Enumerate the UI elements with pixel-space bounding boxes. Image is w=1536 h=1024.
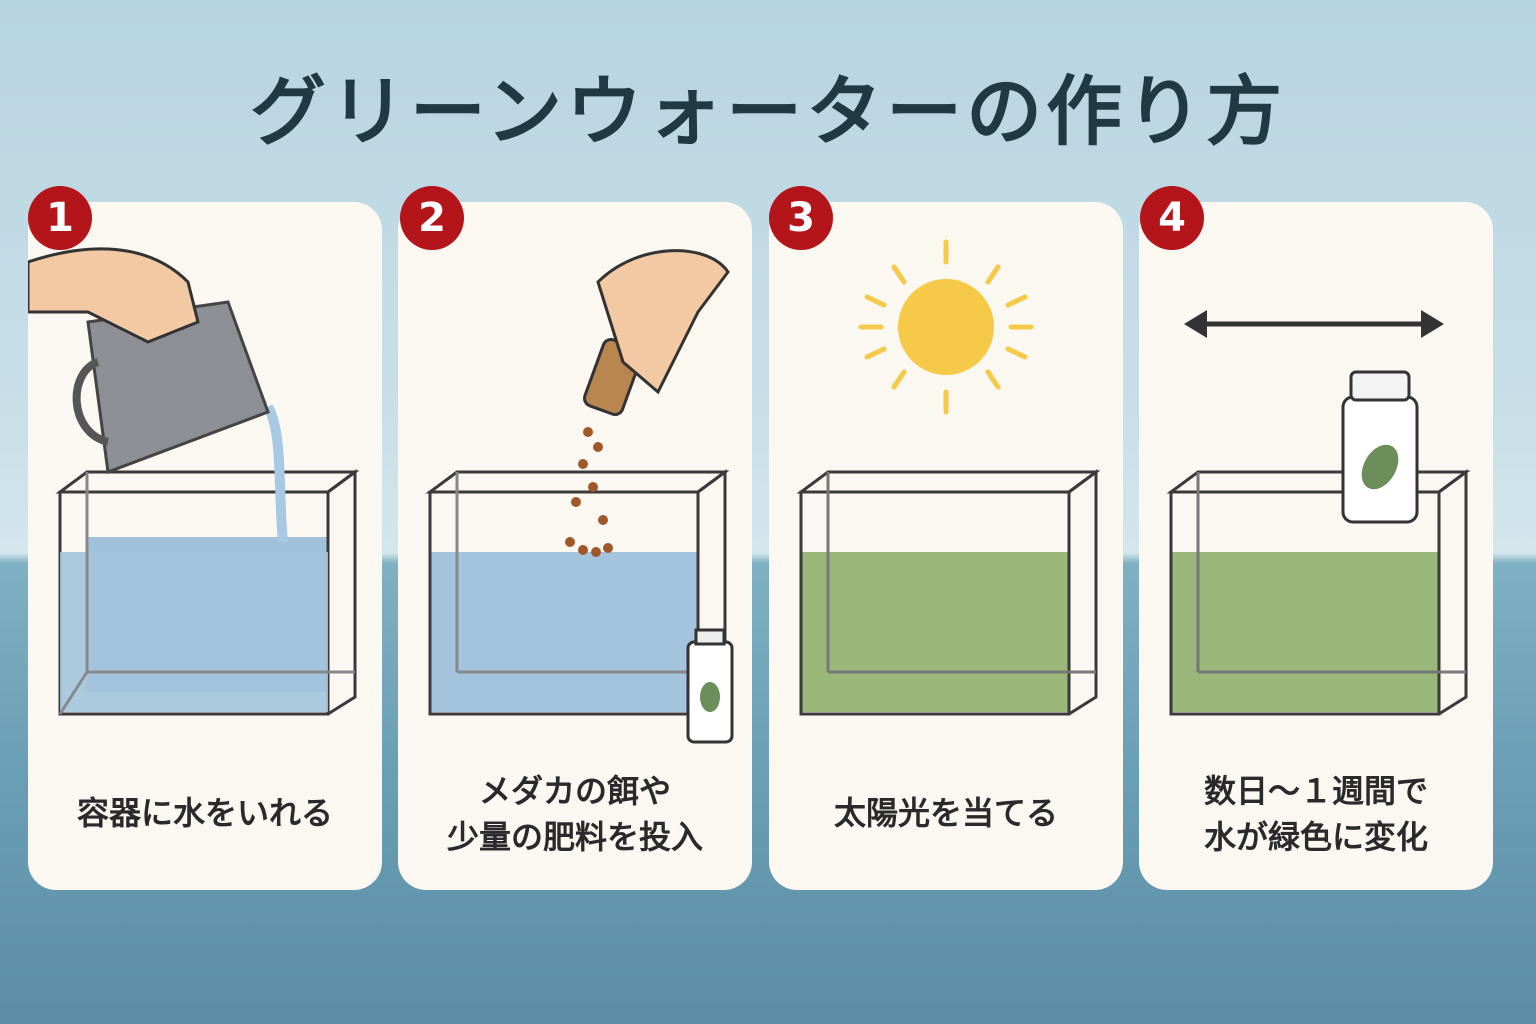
step-card-2: メダカの餌や 少量の肥料を投入 (398, 202, 752, 890)
page-title: グリーンウォーターの作り方 (249, 67, 1287, 156)
step-card-1: 容器に水をいれる (28, 202, 382, 890)
pitcher-icon (72, 300, 270, 475)
fertilizer-bottle-icon (1341, 370, 1419, 524)
sunlight-illustration (796, 239, 1101, 716)
step-caption-4-line-2: 水が緑色に変化 (1203, 818, 1428, 856)
hand-icon (28, 247, 200, 344)
step-badge-1: 1 (28, 186, 92, 250)
step-caption-1: 容器に水をいれる (76, 794, 333, 832)
step-card-4: 数日～１週間で 水が緑色に変化 (1139, 202, 1493, 890)
step-caption-2-line-2: 少量の肥料を投入 (446, 818, 703, 856)
step-badge-3: 3 (769, 186, 833, 250)
green-water-illustration (1166, 310, 1471, 716)
step-badge-2: 2 (400, 186, 464, 250)
step-caption-2-line-1: メダカの餌や (478, 772, 671, 810)
step-badge-4: 4 (1140, 186, 1204, 250)
tank (1166, 469, 1471, 716)
tank (55, 469, 360, 716)
tank (425, 469, 730, 716)
hand-icon (596, 249, 730, 395)
water-stream (263, 404, 288, 543)
fertilizer-bottle-icon (686, 628, 734, 744)
pour-water-illustration (28, 247, 360, 716)
add-food-illustration (425, 249, 734, 744)
food-pellets (565, 427, 613, 557)
tank (796, 469, 1101, 716)
step-caption-3: 太陽光を当てる (833, 794, 1058, 832)
sun-icon (858, 239, 1034, 415)
time-arrow-icon (1184, 310, 1444, 338)
step-caption-4-line-1: 数日～１週間で (1203, 772, 1428, 810)
step-card-3: 太陽光を当てる (769, 202, 1123, 890)
